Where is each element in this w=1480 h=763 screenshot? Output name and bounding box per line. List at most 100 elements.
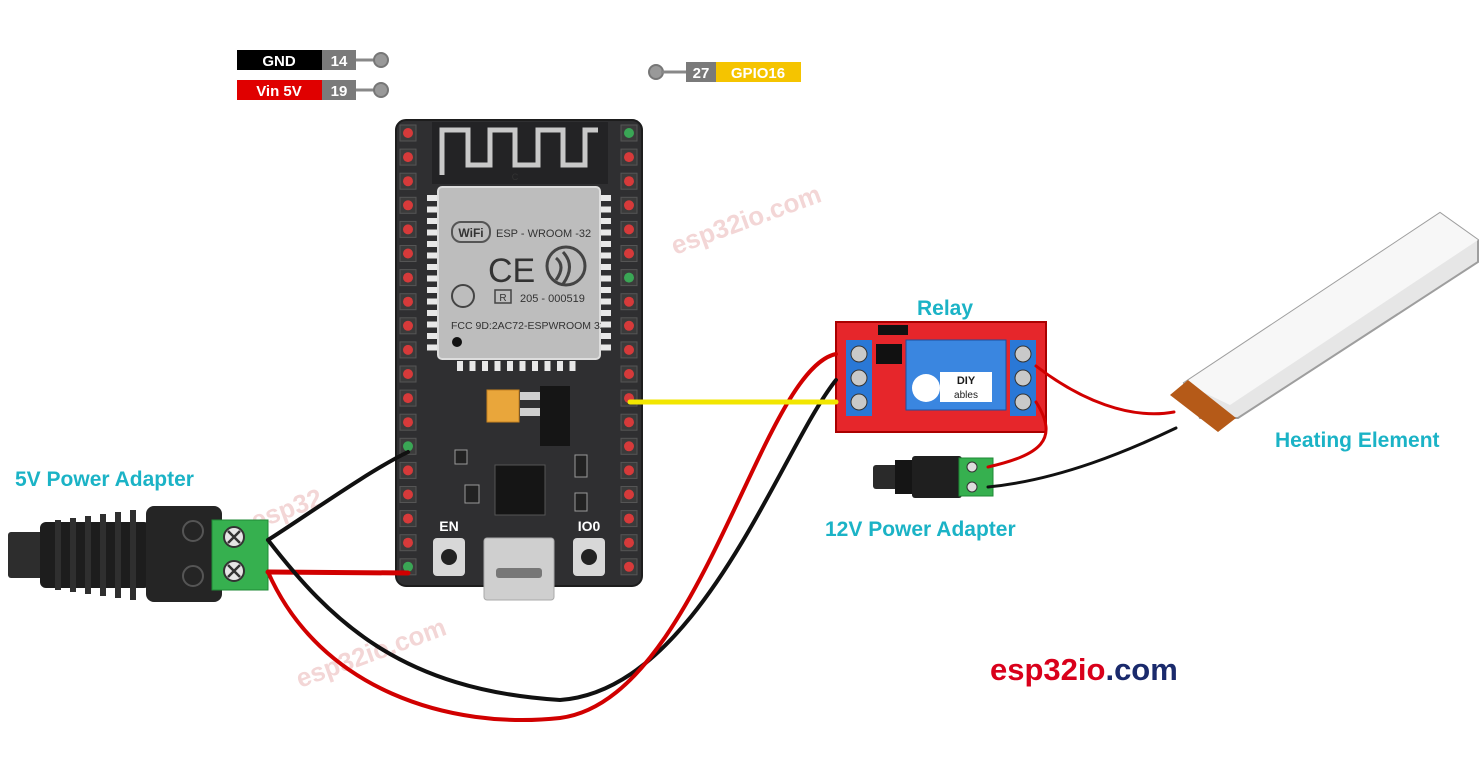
module-pad — [482, 361, 488, 371]
relay-brand: DIY — [957, 375, 976, 387]
pin-gpio-name: GPIO16 — [731, 65, 785, 82]
module-pad — [601, 321, 611, 328]
module-pad — [601, 298, 611, 305]
io0-label: IO0 — [578, 518, 601, 534]
module-pad — [544, 361, 551, 371]
header-pin-hole — [403, 248, 413, 259]
module-pad — [601, 344, 611, 351]
module-pad — [601, 195, 611, 201]
module-pad — [601, 287, 611, 293]
header-pin-hole — [624, 441, 634, 452]
relay-module: DIY ables — [835, 321, 1047, 433]
module-pad — [601, 264, 611, 270]
module-pad — [469, 361, 476, 371]
pin-vin-name: Vin 5V — [256, 83, 302, 100]
ce-mark: CE — [488, 252, 535, 290]
r-mark: R — [499, 293, 506, 304]
header-pin-hole — [624, 320, 634, 331]
module-pad — [427, 333, 437, 339]
module-pad — [601, 206, 611, 213]
header-pin-hole — [403, 369, 413, 379]
header-pin-hole — [403, 272, 413, 283]
module-pad — [427, 310, 437, 316]
header-pin-hole — [403, 320, 413, 331]
left-pin-header — [399, 124, 417, 576]
right-pin-header — [620, 124, 638, 576]
header-pin-hole — [624, 272, 634, 283]
pin-gpio-number: 27 — [693, 65, 710, 82]
header-pin-hole — [624, 200, 634, 211]
header-pin-hole — [624, 224, 634, 235]
cert-code: 205 - 000519 — [520, 293, 585, 305]
module-name: ESP - WROOM -32 — [496, 228, 591, 240]
header-pin-hole — [403, 489, 413, 500]
espressif-logo-icon — [545, 245, 587, 287]
header-pin-hole — [624, 176, 634, 187]
header-pin-hole — [624, 296, 634, 307]
module-pad — [427, 264, 437, 270]
header-pin-hole — [624, 561, 634, 572]
wires — [265, 352, 1178, 723]
module-pad — [427, 241, 437, 247]
fcc-id: FCC 9D:2AC72-ESPWROOM 32 — [451, 320, 606, 332]
header-pin-hole — [403, 200, 413, 211]
header-pin-hole — [624, 248, 634, 259]
header-pin-hole — [403, 176, 413, 187]
esp32-board: C WiFi ESP - WROOM -32 CE R 205 - 000519… — [395, 119, 643, 601]
antenna-mark: C — [512, 172, 519, 182]
module-pad — [569, 361, 576, 371]
module-pad — [532, 361, 538, 371]
watermark: esp32io.com — [667, 179, 825, 261]
module-pad — [427, 252, 437, 259]
power-5v-label: 5V Power Adapter — [15, 468, 194, 491]
heating-element — [1170, 211, 1479, 432]
module-pad — [427, 275, 437, 282]
module-pad — [427, 195, 437, 201]
header-pin-hole — [403, 513, 413, 524]
header-pin-hole — [403, 344, 413, 355]
module-pad — [427, 229, 437, 236]
header-pin-hole — [624, 344, 634, 355]
brand-part1: esp32io — [990, 652, 1105, 687]
pin-vin-number: 19 — [331, 83, 348, 100]
module-pad — [427, 344, 437, 351]
cert-mark-icon — [451, 284, 475, 308]
header-pin-hole — [403, 296, 413, 307]
module-pad — [601, 241, 611, 247]
header-pin-hole — [403, 224, 413, 235]
module-pad — [427, 287, 437, 293]
header-pin-hole — [624, 152, 634, 163]
header-pin-hole — [403, 393, 413, 404]
header-pin-hole — [403, 152, 413, 163]
header-pin-hole — [624, 417, 634, 428]
module-pad — [427, 218, 437, 224]
power-12v-label: 12V Power Adapter — [825, 518, 1016, 541]
header-pin-hole — [624, 513, 634, 524]
header-pin-hole — [403, 465, 413, 476]
svg-text:WiFi: WiFi — [458, 226, 483, 240]
en-label: EN — [439, 518, 458, 534]
module-pad — [601, 229, 611, 236]
power-adapter-12v — [873, 456, 994, 498]
header-pin-hole — [403, 128, 413, 138]
module-pad — [457, 361, 463, 371]
module-pads — [427, 195, 611, 371]
module-pad — [601, 218, 611, 224]
module-pad — [601, 275, 611, 282]
header-pin-hole — [403, 417, 413, 428]
module-pad — [601, 333, 611, 339]
module-pad — [507, 361, 513, 371]
pin-label-vin: Vin 5V 19 — [237, 80, 389, 100]
header-pin-hole — [624, 369, 634, 379]
pin-gnd-name: GND — [262, 53, 296, 70]
header-pin-hole — [403, 441, 413, 452]
pin-label-gpio: 27 GPIO16 — [648, 62, 801, 82]
header-pin-hole — [624, 537, 634, 548]
power-adapter-5v — [8, 506, 269, 602]
pin-label-gnd: GND 14 — [237, 50, 389, 70]
module-pad — [427, 298, 437, 305]
module-pad — [601, 310, 611, 316]
module-pad — [557, 361, 563, 371]
module-pad — [494, 361, 501, 371]
